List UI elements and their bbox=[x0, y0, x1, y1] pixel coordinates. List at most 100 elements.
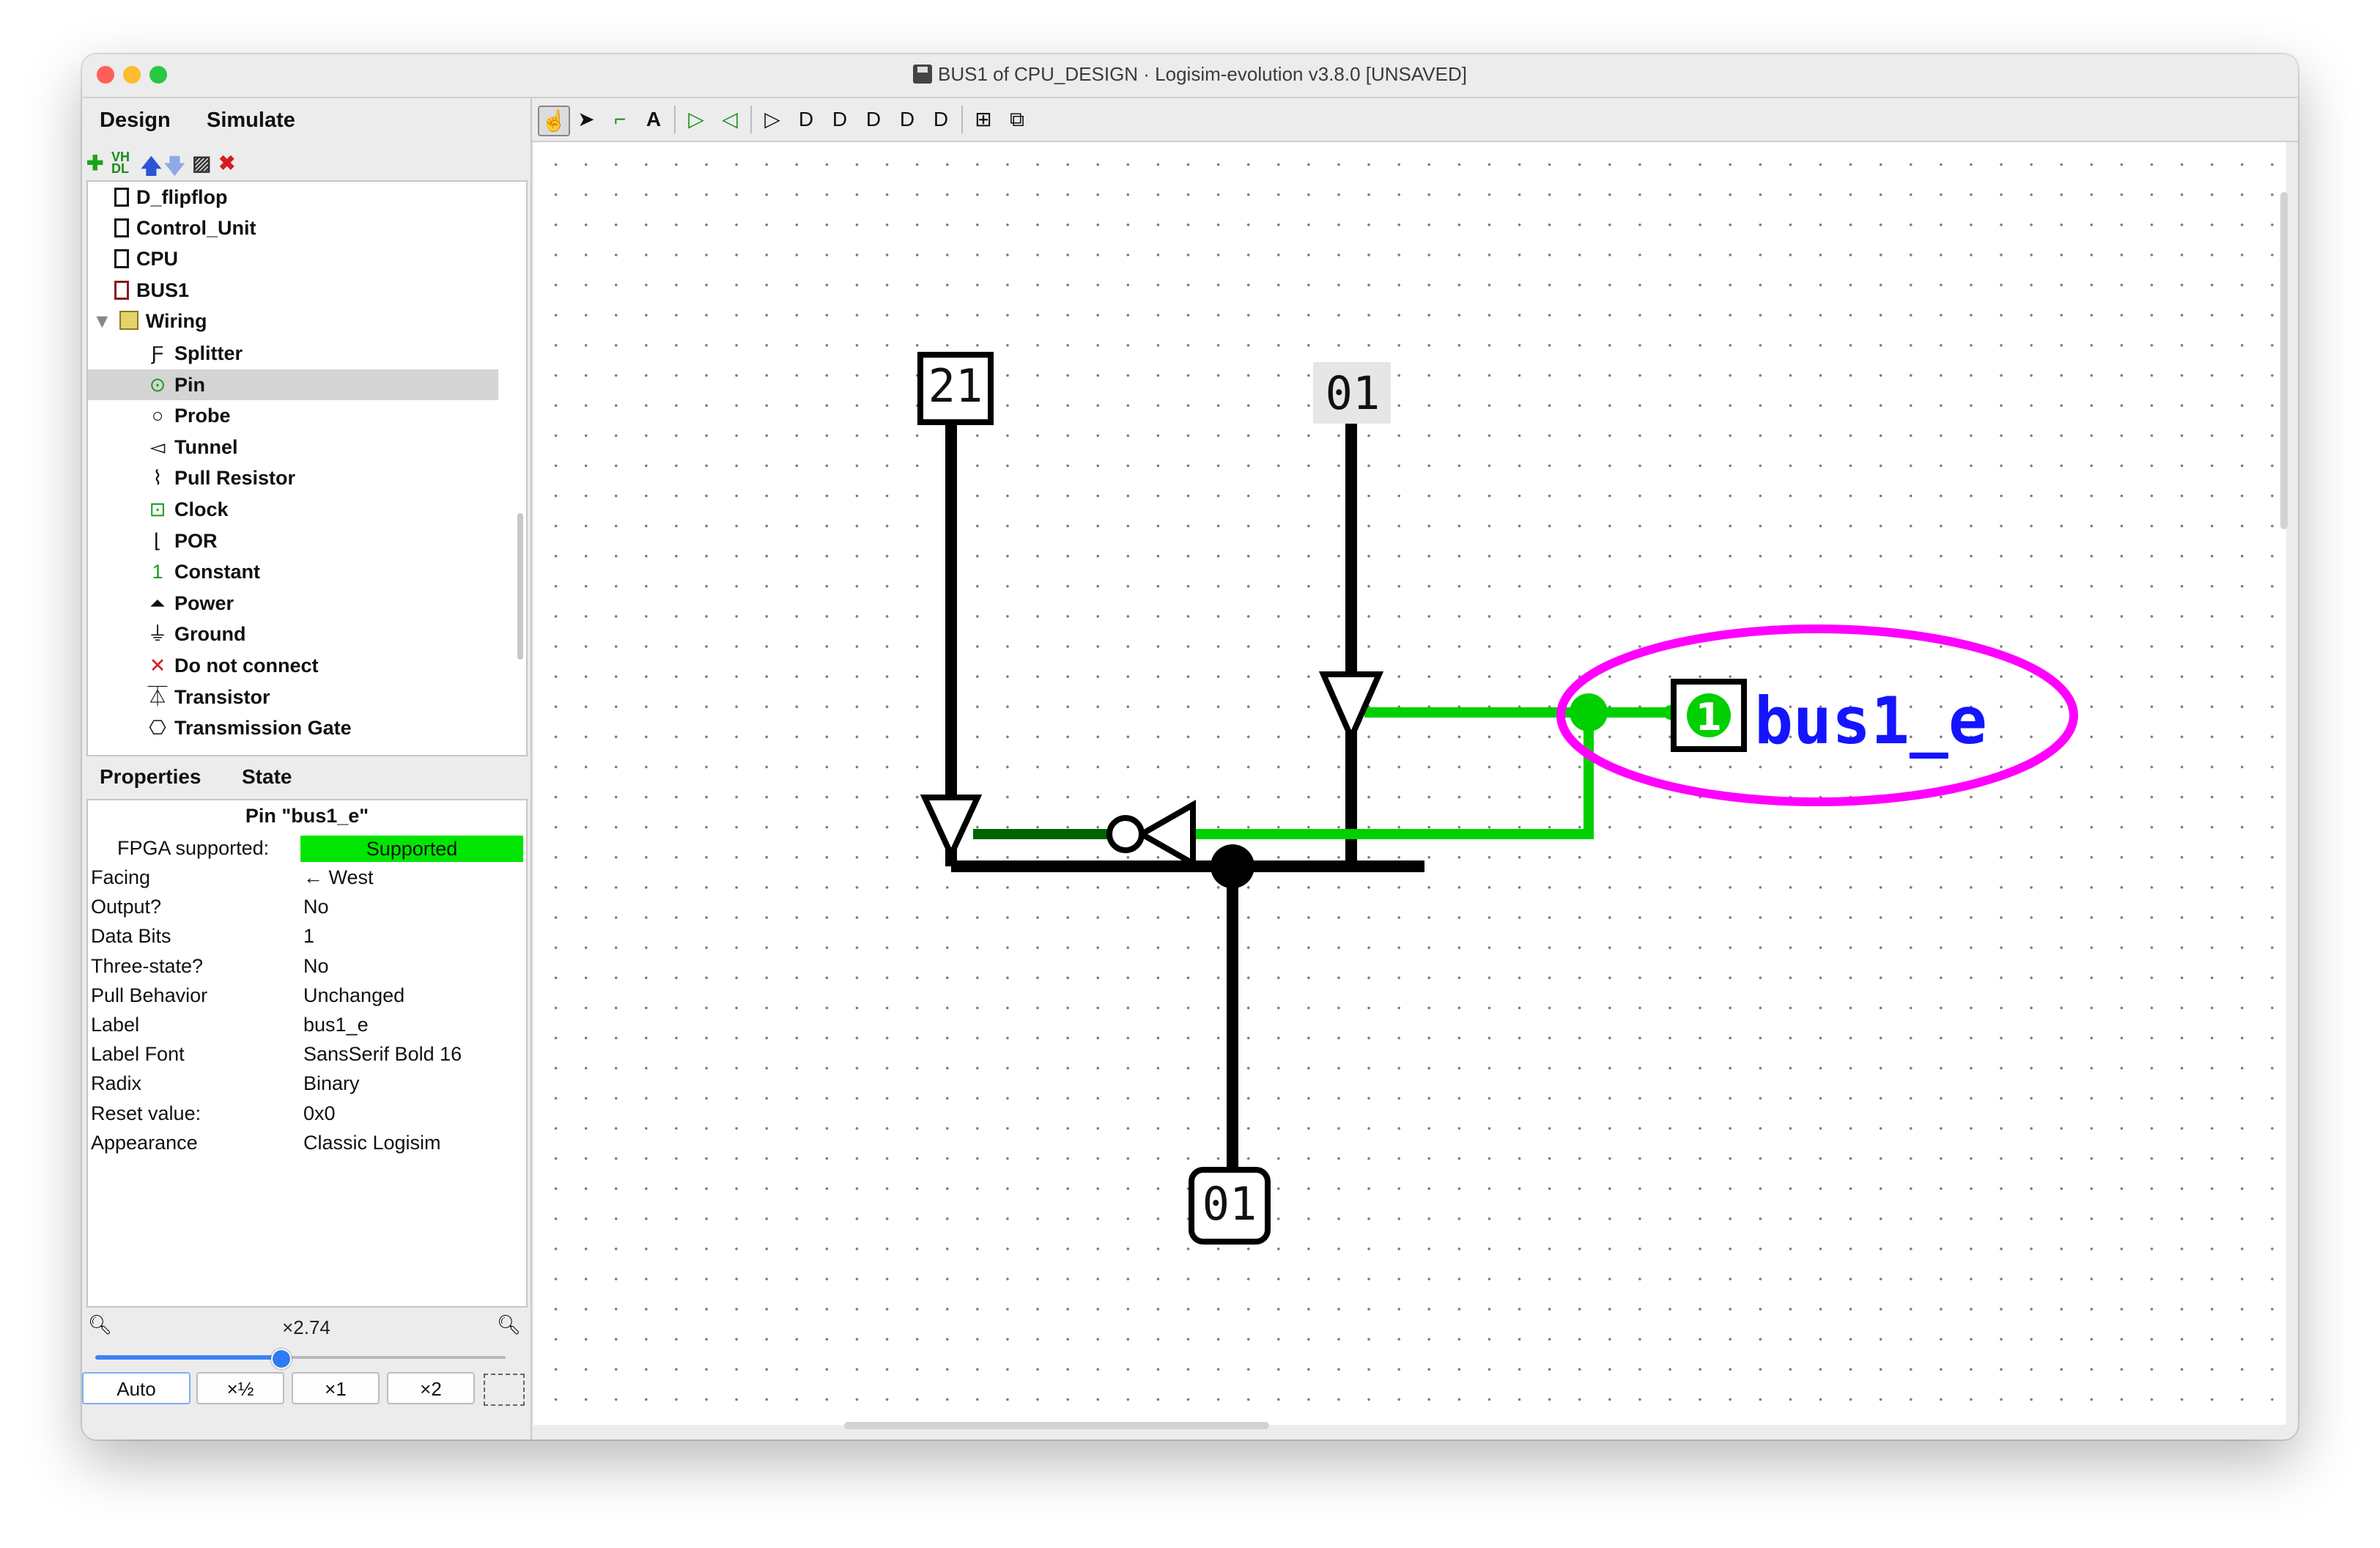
probe-icon: ○ bbox=[151, 405, 164, 427]
tree-item-tunnel[interactable]: ◅Tunnel bbox=[88, 432, 498, 462]
property-value[interactable]: Binary bbox=[303, 1072, 360, 1095]
property-row[interactable]: Output?No bbox=[88, 893, 526, 922]
tree-item-label: Clock bbox=[174, 498, 229, 520]
property-value[interactable]: 0x0 bbox=[303, 1102, 336, 1124]
zoom-1x-button[interactable]: ×1 bbox=[292, 1372, 380, 1404]
tree-item-por[interactable]: ⌊POR bbox=[88, 526, 498, 556]
property-value[interactable]: Classic Logisim bbox=[303, 1131, 441, 1154]
tree-item-power[interactable]: ⏶Power bbox=[88, 588, 498, 619]
tree-item-transistor[interactable]: ⏄ Transistor bbox=[88, 682, 498, 712]
poke-tool-icon[interactable]: ☝ bbox=[538, 106, 570, 136]
tree-item-circuit[interactable]: BUS1 bbox=[114, 279, 189, 310]
property-key: Label bbox=[91, 1014, 140, 1036]
minimize-button[interactable] bbox=[123, 66, 141, 84]
property-value[interactable]: 1 bbox=[303, 925, 315, 948]
tree-item-circuit[interactable]: CPU bbox=[114, 248, 178, 279]
tree-item-do-not-connect[interactable]: ✕Do not connect bbox=[88, 650, 498, 681]
fit-window-icon[interactable] bbox=[484, 1374, 525, 1406]
tree-item-pull-resistor[interactable]: ⌇Pull Resistor bbox=[88, 462, 498, 493]
tree-item-circuit[interactable]: Control_Unit bbox=[114, 217, 256, 248]
circuit-appearance-icon[interactable]: ⧉ bbox=[1010, 108, 1024, 130]
tree-item-clock[interactable]: ⊡Clock bbox=[88, 494, 498, 525]
property-row[interactable]: Reset value:0x0 bbox=[88, 1099, 526, 1129]
property-value[interactable]: No bbox=[303, 954, 329, 977]
tab-simulate[interactable]: Simulate bbox=[207, 108, 295, 132]
horizontal-scrollbar[interactable] bbox=[844, 1422, 1269, 1429]
property-row[interactable]: Three-state?No bbox=[88, 952, 526, 981]
property-value[interactable]: ← West bbox=[303, 866, 374, 888]
circuit-diagram[interactable]: 21 01 01 1 bus1_e bbox=[533, 142, 2286, 1425]
not-gate-bubble bbox=[1106, 815, 1145, 853]
property-value[interactable]: SansSerif Bold 16 bbox=[303, 1043, 462, 1066]
circuit-canvas[interactable]: 21 01 01 1 bus1_e bbox=[533, 142, 2286, 1425]
zoom-auto-button[interactable]: Auto bbox=[82, 1372, 191, 1404]
disclosure-triangle-icon[interactable]: ▼ bbox=[92, 309, 112, 332]
edit-icon[interactable]: ▨ bbox=[192, 152, 212, 174]
text-tool-icon[interactable]: A bbox=[646, 108, 662, 130]
wiring-tool-icon[interactable]: ⌐ bbox=[613, 108, 627, 130]
do-not-connect-icon: ✕ bbox=[149, 655, 166, 677]
add-circuit-icon[interactable]: ⊞ bbox=[975, 108, 992, 130]
output-pin-icon[interactable]: ◁ bbox=[722, 108, 738, 130]
tree-item-transmission-gate[interactable]: ⎔Transmission Gate bbox=[88, 712, 498, 743]
tree-item-ground[interactable]: ⏚Ground bbox=[88, 619, 498, 649]
tab-design[interactable]: Design bbox=[100, 108, 171, 132]
tree-scrollbar[interactable] bbox=[517, 513, 523, 660]
close-button[interactable] bbox=[97, 66, 114, 84]
delete-icon[interactable]: ✖ bbox=[218, 152, 236, 174]
vertical-scrollbar[interactable] bbox=[2280, 192, 2288, 529]
property-row[interactable]: Facing← West bbox=[88, 863, 526, 893]
ground-icon: ⏚ bbox=[147, 623, 168, 646]
or-gate-icon[interactable]: D bbox=[865, 108, 882, 130]
property-value[interactable]: bus1_e bbox=[303, 1014, 369, 1036]
tree-item-label: Transistor bbox=[174, 685, 270, 708]
not-gate-icon[interactable]: D bbox=[798, 108, 814, 130]
arrow-down-icon[interactable]: 🡇 bbox=[164, 155, 185, 177]
select-tool-icon[interactable]: ➤ bbox=[577, 108, 595, 130]
arrow-up-icon[interactable]: 🡅 bbox=[141, 155, 162, 177]
tree-item-circuit[interactable]: D_flipflop bbox=[114, 186, 227, 217]
property-value[interactable]: Unchanged bbox=[303, 984, 405, 1006]
tree-item-probe[interactable]: ○Probe bbox=[88, 400, 498, 431]
tab-state[interactable]: State bbox=[242, 765, 292, 788]
zoom-slider-track[interactable] bbox=[95, 1356, 506, 1359]
plus-icon[interactable]: ✚ bbox=[86, 152, 104, 174]
property-row[interactable]: Label bus1_e bbox=[88, 1011, 526, 1040]
tree-item-label: Transmission Gate bbox=[174, 717, 352, 740]
property-key: Appearance bbox=[91, 1131, 198, 1154]
input-pin-icon[interactable]: ▷ bbox=[688, 108, 704, 130]
input-pin-a-value: 21 bbox=[928, 359, 983, 413]
property-value[interactable]: No bbox=[303, 896, 329, 918]
tree-item-pin[interactable]: ⊙Pin bbox=[88, 369, 498, 400]
design-simulate-tabs: Design Simulate bbox=[82, 98, 531, 144]
buffer-gate-icon[interactable]: ▷ bbox=[764, 108, 780, 130]
properties-title: Pin "bus1_e" bbox=[245, 805, 369, 827]
enable-pin-indicator bbox=[1687, 693, 1731, 737]
zoom-slider-knob[interactable] bbox=[271, 1349, 292, 1369]
zoom-half-button[interactable]: ×½ bbox=[196, 1372, 284, 1404]
and-gate-icon[interactable]: D bbox=[832, 108, 848, 130]
zoom-in-icon[interactable]: 🔍︎ bbox=[497, 1313, 522, 1335]
junction-dot-black bbox=[1211, 844, 1254, 888]
output-pin bbox=[1189, 1167, 1271, 1245]
window-title-text: BUS1 of CPU_DESIGN · Logisim-evolution v… bbox=[937, 63, 1467, 85]
xor-gate-icon[interactable]: D bbox=[933, 108, 949, 130]
transistor-icon: ⏄ bbox=[147, 685, 168, 708]
property-row[interactable]: Appearance Classic Logisim bbox=[88, 1129, 526, 1158]
nand-gate-icon[interactable]: D bbox=[899, 108, 915, 130]
tree-item-label: Power bbox=[174, 591, 234, 614]
tab-properties[interactable]: Properties bbox=[100, 765, 202, 788]
zoom-button[interactable] bbox=[149, 66, 167, 84]
zoom-out-icon[interactable]: 🔍︎ bbox=[88, 1313, 113, 1335]
zoom-2x-button[interactable]: ×2 bbox=[387, 1372, 475, 1404]
tree-folder-wiring[interactable]: ▼Wiring bbox=[92, 310, 207, 341]
